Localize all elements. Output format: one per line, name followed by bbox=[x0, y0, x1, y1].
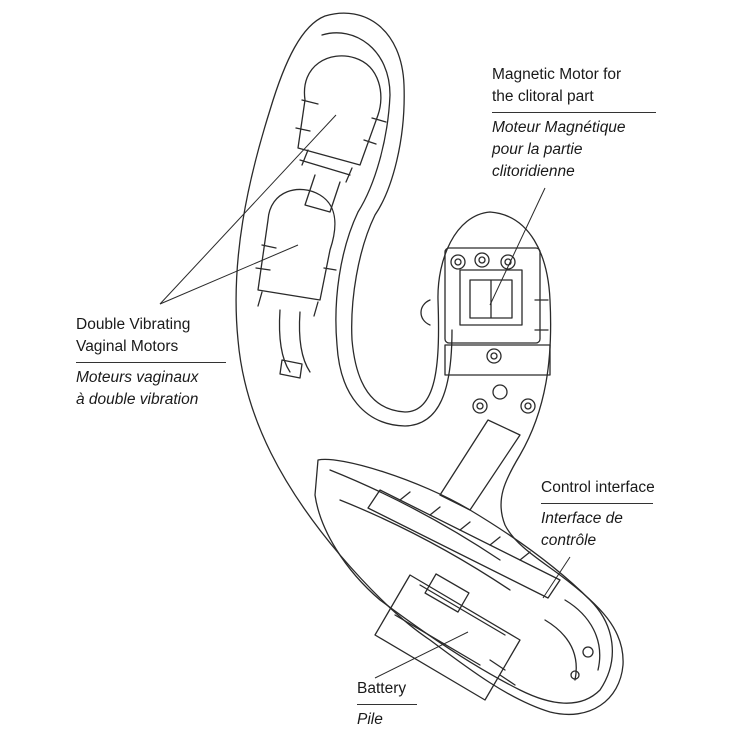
callout-divider bbox=[492, 112, 656, 113]
leader-vaginal-motor-upper bbox=[159, 114, 337, 305]
callout-battery-fr-1: Pile bbox=[357, 711, 383, 728]
callout-divider bbox=[541, 503, 653, 504]
control-board bbox=[367, 489, 561, 599]
leader-control-interface bbox=[542, 556, 571, 599]
head-stem bbox=[439, 419, 521, 511]
lower-motor-capsule bbox=[257, 188, 336, 301]
callout-magnetic-motor-fr-2: pour la partie bbox=[492, 141, 583, 158]
callout-magnetic-motor-en-1: Magnetic Motor for bbox=[492, 66, 622, 83]
callout-vaginal-motors-fr-2: à double vibration bbox=[76, 391, 199, 408]
leader-battery bbox=[374, 631, 469, 679]
upper-motor-capsule bbox=[297, 55, 382, 166]
callout-battery-en-1: Battery bbox=[357, 680, 407, 697]
callout-vaginal-motors-en-2: Vaginal Motors bbox=[76, 338, 179, 355]
callout-vaginal-motors-fr-1: Moteurs vaginaux bbox=[76, 369, 199, 386]
callout-divider bbox=[76, 362, 226, 363]
callout-control-interface-fr-1: Interface de bbox=[541, 510, 623, 527]
callout-vaginal-motors-en-1: Double Vibrating bbox=[76, 316, 191, 333]
leader-magnetic-motor bbox=[489, 187, 546, 306]
inner-liner bbox=[321, 32, 453, 427]
device-outer-shell bbox=[235, 12, 624, 716]
callout-vaginal-motors: Double Vibrating Vaginal Motors Moteurs … bbox=[76, 314, 226, 411]
battery-cell bbox=[374, 574, 521, 701]
clitoral-motor-housing bbox=[444, 247, 541, 344]
callout-control-interface: Control interface Interface de contrôle bbox=[541, 477, 655, 552]
callout-control-interface-en-1: Control interface bbox=[541, 479, 655, 496]
leader-vaginal-motor-lower bbox=[159, 244, 299, 305]
wiring-channel bbox=[278, 309, 311, 373]
callout-control-interface-fr-2: contrôle bbox=[541, 532, 597, 549]
base-inner-outline bbox=[314, 458, 613, 704]
callout-magnetic-motor-fr-3: clitoridienne bbox=[492, 163, 575, 180]
callout-divider bbox=[357, 704, 417, 705]
callout-magnetic-motor: Magnetic Motor for the clitoral part Mot… bbox=[492, 64, 656, 183]
callout-magnetic-motor-fr-1: Moteur Magnétique bbox=[492, 119, 626, 136]
callout-battery: Battery Pile bbox=[357, 678, 417, 731]
callout-magnetic-motor-en-2: the clitoral part bbox=[492, 88, 594, 105]
